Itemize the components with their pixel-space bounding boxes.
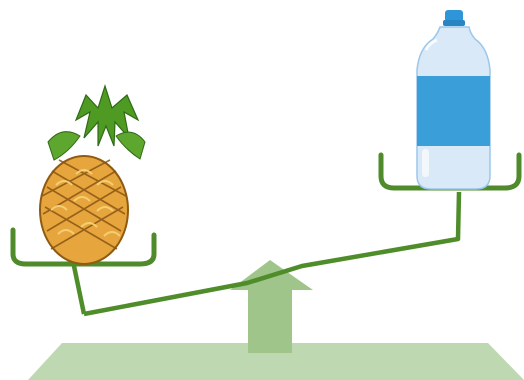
pineapple-image (40, 86, 145, 264)
water-bottle-image (417, 10, 490, 189)
left-pan-arm (74, 266, 84, 314)
